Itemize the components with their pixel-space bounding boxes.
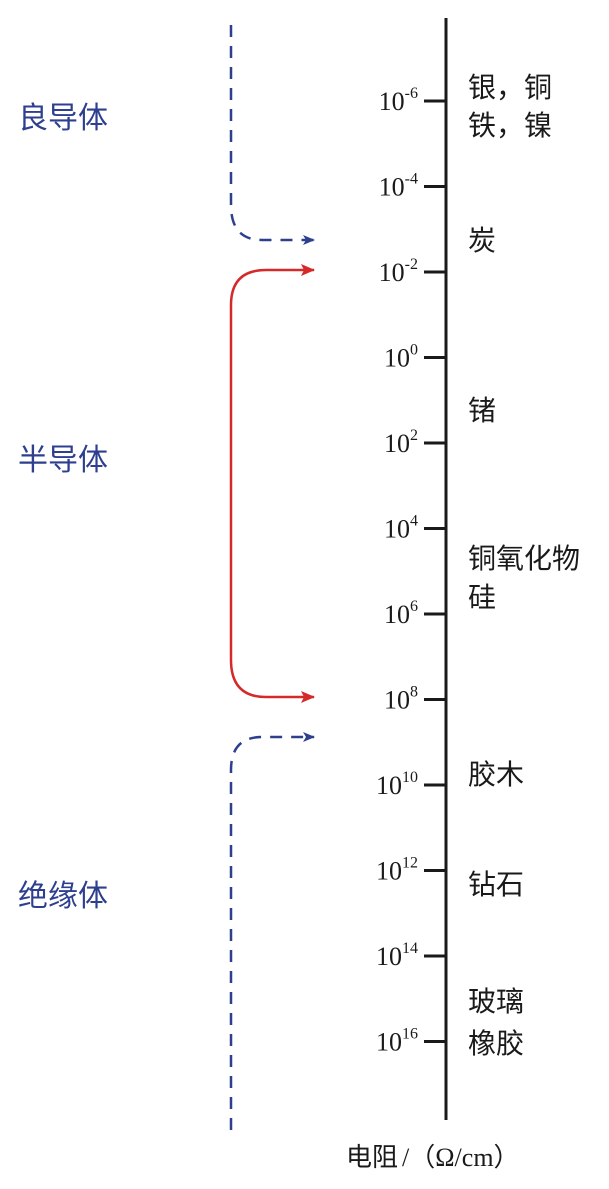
tick-label: 102 bbox=[384, 427, 418, 458]
tick-exponent: 12 bbox=[402, 855, 418, 872]
tick-exponent: 2 bbox=[410, 427, 418, 444]
material-diamond: 钻石 bbox=[468, 868, 524, 901]
material-germanium: 锗 bbox=[468, 394, 496, 427]
tick-base: 10 bbox=[379, 258, 405, 287]
tick-label: 1014 bbox=[376, 940, 418, 971]
tick-label: 1010 bbox=[376, 769, 418, 800]
material-iron-nickel: 铁，镍 bbox=[468, 109, 552, 142]
tick-base: 10 bbox=[384, 344, 410, 373]
material-silicon: 硅 bbox=[468, 581, 496, 614]
axis-ticks: 10-610-410-21001021041061081010101210141… bbox=[376, 85, 446, 1057]
tick-exponent: 16 bbox=[402, 1026, 418, 1043]
tick-exponent: 8 bbox=[410, 684, 418, 701]
tick-base: 10 bbox=[379, 87, 405, 116]
tick-label: 104 bbox=[384, 513, 418, 544]
tick-label: 100 bbox=[384, 342, 418, 373]
conductor-label: 良导体 bbox=[18, 101, 108, 136]
tick-exponent: 4 bbox=[410, 513, 418, 530]
tick-base: 10 bbox=[384, 515, 410, 544]
semiconductor-range-arrow-top bbox=[229, 264, 315, 660]
conductor-range-arrow bbox=[229, 25, 315, 245]
tick-label: 10-2 bbox=[379, 256, 418, 287]
tick-label: 10-4 bbox=[379, 171, 418, 202]
tick-exponent: 6 bbox=[410, 598, 418, 615]
semiconductor-label: 半导体 bbox=[18, 443, 108, 478]
tick-base: 10 bbox=[376, 942, 402, 971]
tick-base: 10 bbox=[384, 600, 410, 629]
tick-label: 108 bbox=[384, 684, 418, 715]
tick-base: 10 bbox=[379, 173, 405, 202]
tick-exponent: -6 bbox=[405, 85, 418, 102]
semiconductor-range-arrow-bottom bbox=[229, 659, 315, 703]
insulator-label: 绝缘体 bbox=[18, 879, 108, 914]
tick-exponent: 0 bbox=[410, 342, 418, 359]
tick-exponent: -2 bbox=[405, 256, 418, 273]
tick-exponent: 10 bbox=[402, 769, 418, 786]
tick-base: 10 bbox=[384, 686, 410, 715]
tick-base: 10 bbox=[384, 429, 410, 458]
tick-base: 10 bbox=[376, 857, 402, 886]
tick-label: 1012 bbox=[376, 855, 418, 886]
tick-exponent: 14 bbox=[402, 940, 418, 957]
axis-title: 电阻/（Ω/cm） bbox=[346, 1143, 520, 1173]
tick-base: 10 bbox=[376, 771, 402, 800]
tick-label: 10-6 bbox=[379, 85, 418, 116]
material-carbon: 炭 bbox=[468, 224, 496, 257]
material-silver-copper: 银，铜 bbox=[468, 71, 552, 104]
material-copper-oxide: 铜氧化物 bbox=[468, 542, 580, 575]
tick-base: 10 bbox=[376, 1028, 402, 1057]
tick-label: 106 bbox=[384, 598, 418, 629]
tick-exponent: -4 bbox=[405, 171, 418, 188]
material-bakelite: 胶木 bbox=[468, 758, 524, 791]
axis-unit: /（Ω/cm） bbox=[402, 1143, 520, 1172]
insulator-range-arrow bbox=[229, 732, 315, 1130]
tick-label: 1016 bbox=[376, 1026, 418, 1057]
material-glass: 玻璃 bbox=[468, 985, 524, 1018]
material-rubber: 橡胶 bbox=[468, 1027, 524, 1060]
axis-label: 电阻 bbox=[346, 1143, 398, 1173]
